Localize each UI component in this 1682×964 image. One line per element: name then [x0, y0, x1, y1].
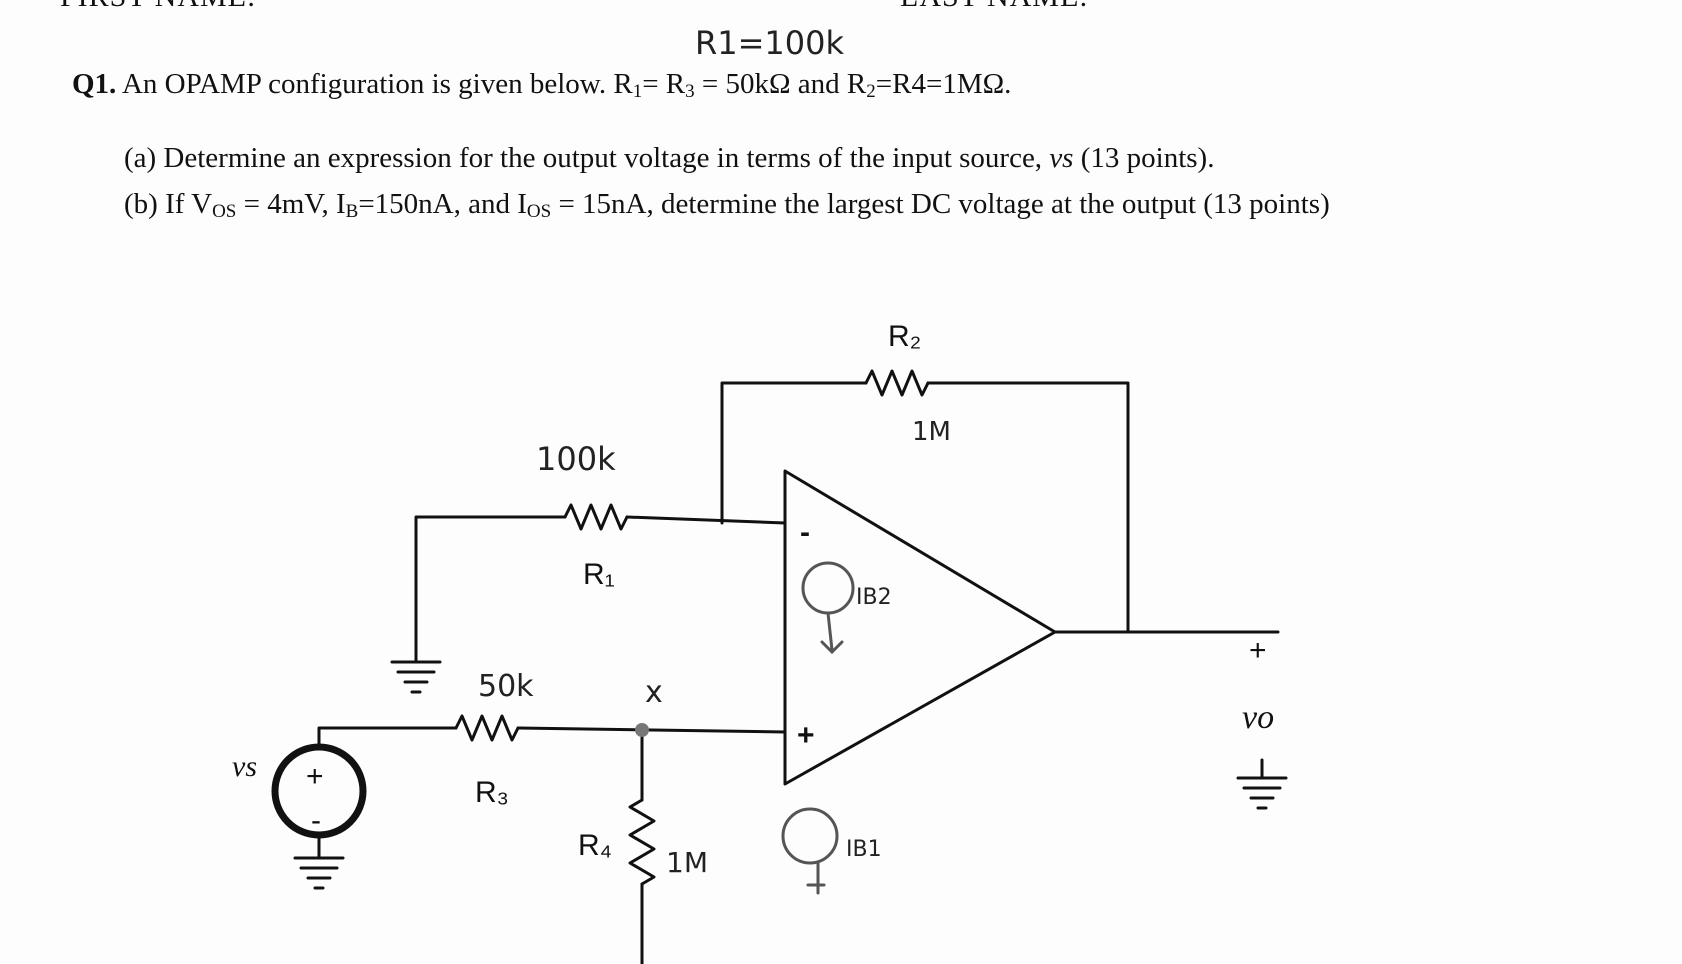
r2-resistor [864, 369, 930, 397]
node-dot [635, 723, 649, 737]
ground-r1 [390, 660, 442, 694]
r1-value-note: 100k [536, 440, 616, 478]
r1-label: R₁ [583, 558, 615, 591]
r4-label: R₄ [578, 829, 612, 862]
r1-handwritten-note: R1=100k [695, 24, 845, 62]
inverting-input-sign: - [800, 516, 810, 549]
ib1-label: IB1 [846, 837, 882, 862]
output-label: vo [1242, 699, 1274, 736]
question-number: Q1. [72, 68, 117, 100]
node-mark: x [645, 675, 663, 710]
ib2-current-source [801, 561, 855, 615]
part-b: (b) If VOS = 4mV, IB=150nA, and IOS = 15… [124, 188, 1330, 222]
first-name-label: FIRST NAME: [60, 0, 256, 14]
source-wire [317, 726, 458, 750]
ib1-current-source [781, 807, 839, 865]
ground-output [1236, 776, 1288, 810]
last-name-label: LAST NAME: [900, 0, 1089, 14]
opamp-triangle [783, 469, 1057, 786]
r3-resistor [454, 714, 520, 742]
voltage-source-circle [271, 743, 367, 839]
source-label: vs [232, 750, 257, 783]
source-plus: + [306, 760, 324, 793]
ib2-label: IB2 [856, 585, 892, 610]
r2-label: R₂ [888, 320, 921, 353]
output-plus: + [1249, 634, 1267, 667]
source-minus: - [311, 804, 321, 837]
part-a: (a) Determine an expression for the outp… [124, 142, 1215, 174]
question-parts: (a) Determine an expression for the outp… [124, 142, 1330, 234]
feedback-wire [720, 381, 868, 525]
r3-value-note: 50k [478, 669, 534, 704]
r4-resistor [628, 798, 656, 886]
ground-source [293, 856, 345, 890]
r1-ground-wire [414, 515, 567, 664]
r2-value-note: 1M [912, 417, 951, 447]
r3-label: R₃ [475, 776, 509, 809]
r4-value-note: 1M [666, 846, 708, 879]
r1-resistor [563, 503, 629, 531]
question-q1: Q1. An OPAMP configuration is given belo… [72, 68, 1012, 102]
noninverting-input-sign: + [797, 719, 815, 752]
